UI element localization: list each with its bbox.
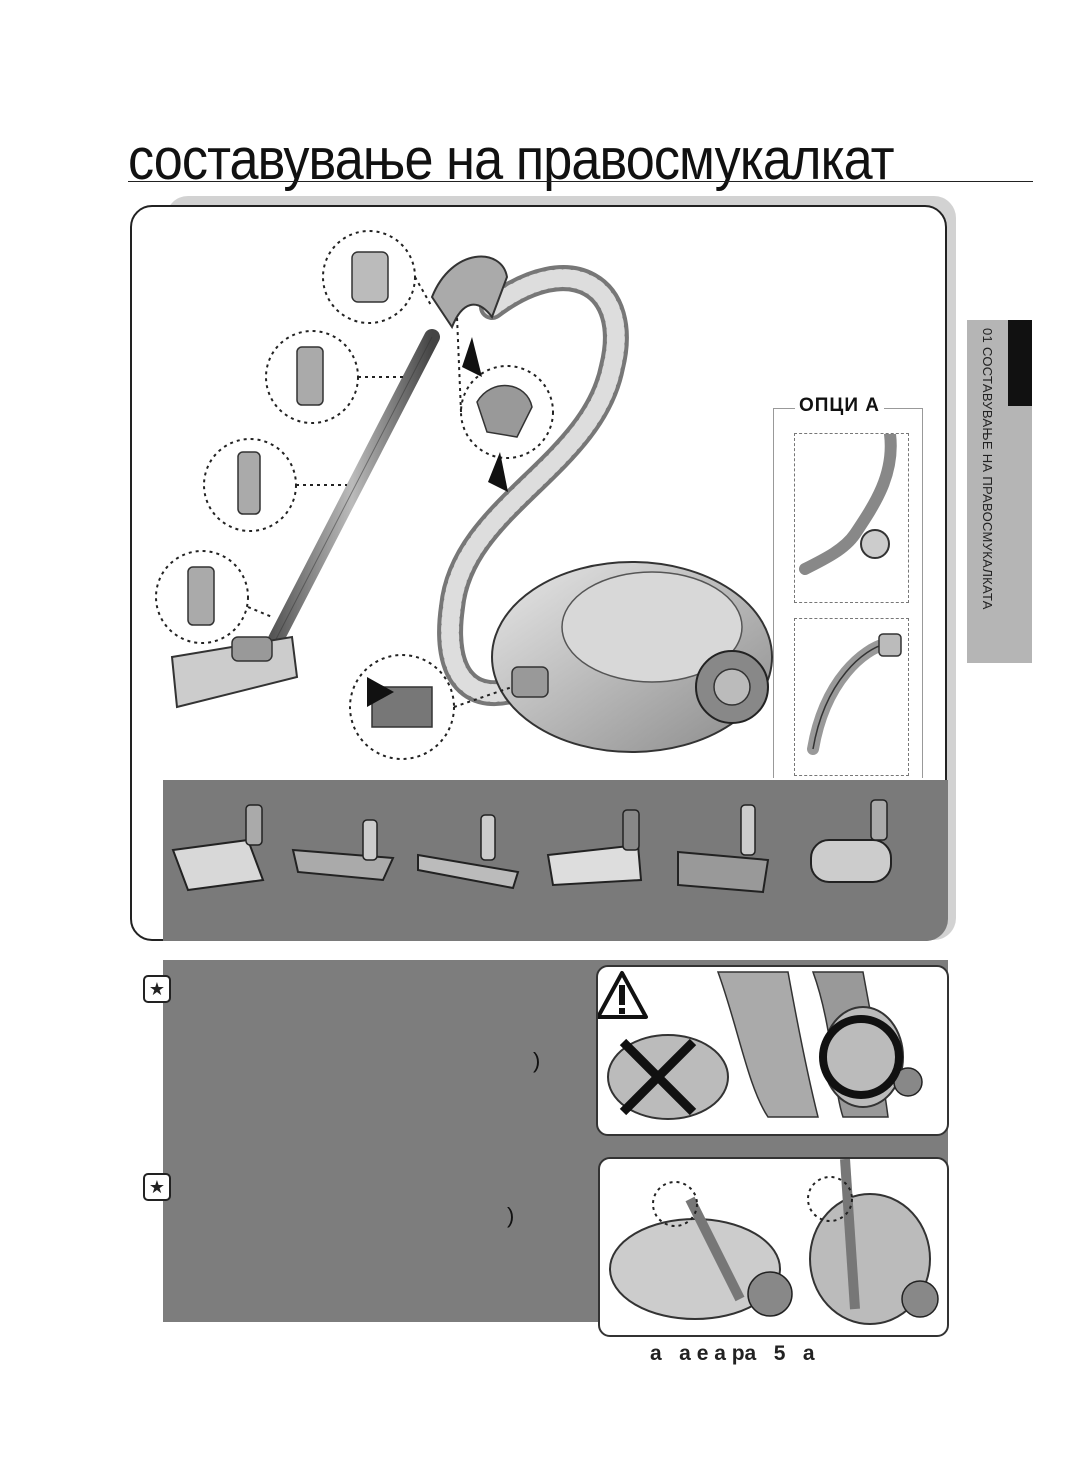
ok-circle-icon [819, 1015, 903, 1099]
side-section-label: 01 СОСТАВУВАЊЕ НА ПРАВОСМУКАЛКАТА [980, 328, 995, 610]
floor-tool-6 [810, 799, 892, 883]
floor-tools-illustration [171, 799, 892, 894]
note-2-paren: ) [507, 1203, 515, 1228]
optional-part-swivel [794, 433, 909, 603]
carry-illustration [598, 971, 923, 1120]
optional-part-curved-handle [794, 618, 909, 776]
floor-tool-3 [417, 814, 520, 890]
swivel-hose-illustration [799, 434, 897, 575]
floor-tool-1 [171, 804, 265, 892]
floor-tools-band [163, 780, 948, 941]
page-footer: а а е а ра 5 а [650, 1342, 815, 1365]
floor-tool-5 [677, 804, 770, 894]
cross-mark-icon [619, 1038, 697, 1116]
storage-illustration [609, 1159, 939, 1325]
star-note-icon: ★ [143, 1173, 171, 1201]
carry-warning-panel [596, 965, 949, 1136]
vacuum-assembly-illustration [155, 230, 773, 760]
curved-handle-illustration [807, 633, 902, 755]
star-note-icon: ★ [143, 975, 171, 1003]
floor-tool-4 [546, 809, 643, 887]
storage-panel [598, 1157, 949, 1337]
options-label: ОПЦИ А [795, 395, 884, 417]
page-title: составување на правосмукалкат [128, 127, 895, 192]
side-section-label-box: 01 СОСТАВУВАЊЕ НА ПРАВОСМУКАЛКАТА [967, 320, 1008, 663]
title-underline [128, 181, 1033, 182]
side-section-tab-marker [1008, 320, 1032, 406]
floor-tool-2 [291, 819, 395, 882]
warning-triangle-icon [598, 971, 648, 1019]
note-1-paren: ) [533, 1048, 541, 1073]
